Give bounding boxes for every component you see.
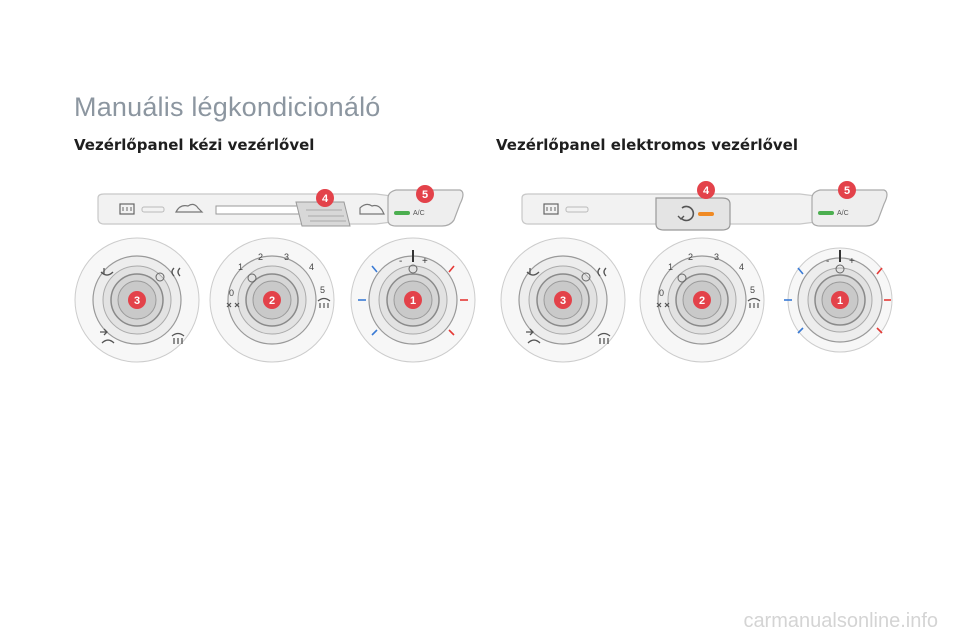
fan-scale-0: 0 — [659, 288, 664, 298]
section-title-electric: Vezérlőpanel elektromos vezérlővel — [496, 136, 798, 154]
fan-speed-knob[interactable]: 0 1 2 3 4 5 2 — [209, 237, 335, 363]
svg-text:5: 5 — [422, 189, 428, 201]
fan-scale-3: 3 — [284, 252, 289, 262]
badge-4: 4 — [697, 181, 715, 199]
badge-2: 2 — [263, 291, 281, 309]
watermark: carmanualsonline.info — [743, 610, 938, 632]
control-panel-electric: A/C 4 5 3 0 1 2 3 4 5 — [500, 181, 893, 363]
car-air-icon — [175, 203, 204, 213]
foot-vent-icon — [100, 328, 115, 344]
badge-3: 3 — [554, 291, 572, 309]
foot-face-vent-icon — [171, 267, 181, 277]
fan-icon — [226, 302, 240, 308]
ac-indicator-light — [818, 211, 834, 215]
windscreen-defrost-icon — [747, 297, 761, 308]
fan-scale-0: 0 — [229, 288, 234, 298]
badge-2: 2 — [693, 291, 711, 309]
air-distribution-knob[interactable]: 3 — [74, 237, 200, 363]
foot-face-vent-icon — [597, 267, 607, 277]
fan-scale-2: 2 — [688, 252, 693, 262]
recirculation-icon — [677, 205, 695, 222]
temperature-knob[interactable]: - + 1 — [784, 247, 893, 353]
fan-scale-4: 4 — [309, 262, 314, 272]
recirculation-button[interactable] — [655, 197, 731, 231]
rear-defrost-strip-icon — [543, 203, 559, 215]
fan-icon — [656, 302, 670, 308]
badge-3: 3 — [128, 291, 146, 309]
svg-text:2: 2 — [699, 295, 705, 307]
svg-text:1: 1 — [837, 295, 843, 307]
fan-scale-5: 5 — [320, 285, 325, 295]
fan-scale-3: 3 — [714, 252, 719, 262]
badge-4: 4 — [316, 189, 334, 207]
rear-defrost-icon — [171, 332, 185, 344]
svg-text:2: 2 — [269, 295, 275, 307]
control-panel-manual: A/C 4 5 3 0 1 2 3 4 5 — [74, 185, 476, 363]
ac-label: A/C — [413, 210, 425, 217]
car-recirc-icon — [359, 203, 385, 215]
badge-1: 1 — [404, 291, 422, 309]
svg-text:3: 3 — [134, 295, 140, 307]
temp-minus-label: - — [826, 256, 829, 267]
rear-defrost-icon — [597, 332, 611, 344]
temperature-knob[interactable]: - + 1 — [350, 237, 476, 363]
badge-1: 1 — [831, 291, 849, 309]
svg-text:4: 4 — [703, 185, 710, 197]
face-vent-icon — [526, 268, 540, 276]
fan-speed-knob[interactable]: 0 1 2 3 4 5 2 — [639, 237, 765, 363]
ac-button[interactable]: A/C — [811, 189, 888, 227]
windscreen-defrost-icon — [317, 297, 331, 308]
page-title: Manuális légkondicionáló — [74, 92, 381, 122]
ac-label: A/C — [837, 210, 849, 217]
temp-minus-label: - — [399, 256, 402, 267]
temp-plus-label: + — [422, 256, 428, 267]
recirculation-indicator-light — [698, 212, 714, 216]
fan-scale-5: 5 — [750, 285, 755, 295]
upper-strip — [97, 193, 393, 227]
fan-scale-4: 4 — [739, 262, 744, 272]
ac-button[interactable]: A/C — [387, 189, 464, 227]
ac-indicator-light — [394, 211, 410, 215]
svg-text:3: 3 — [560, 295, 566, 307]
badge-5: 5 — [838, 181, 856, 199]
svg-text:4: 4 — [322, 193, 329, 205]
rear-defrost-strip-icon — [119, 203, 135, 215]
foot-vent-icon — [526, 328, 541, 344]
fan-scale-2: 2 — [258, 252, 263, 262]
svg-text:1: 1 — [410, 295, 416, 307]
svg-text:5: 5 — [844, 185, 850, 197]
air-distribution-knob[interactable]: 3 — [500, 237, 626, 363]
face-vent-icon — [100, 268, 114, 276]
badge-5: 5 — [416, 185, 434, 203]
fan-scale-1: 1 — [238, 262, 243, 272]
temp-plus-label: + — [849, 256, 855, 267]
fan-scale-1: 1 — [668, 262, 673, 272]
section-title-manual: Vezérlőpanel kézi vezérlővel — [74, 136, 315, 154]
